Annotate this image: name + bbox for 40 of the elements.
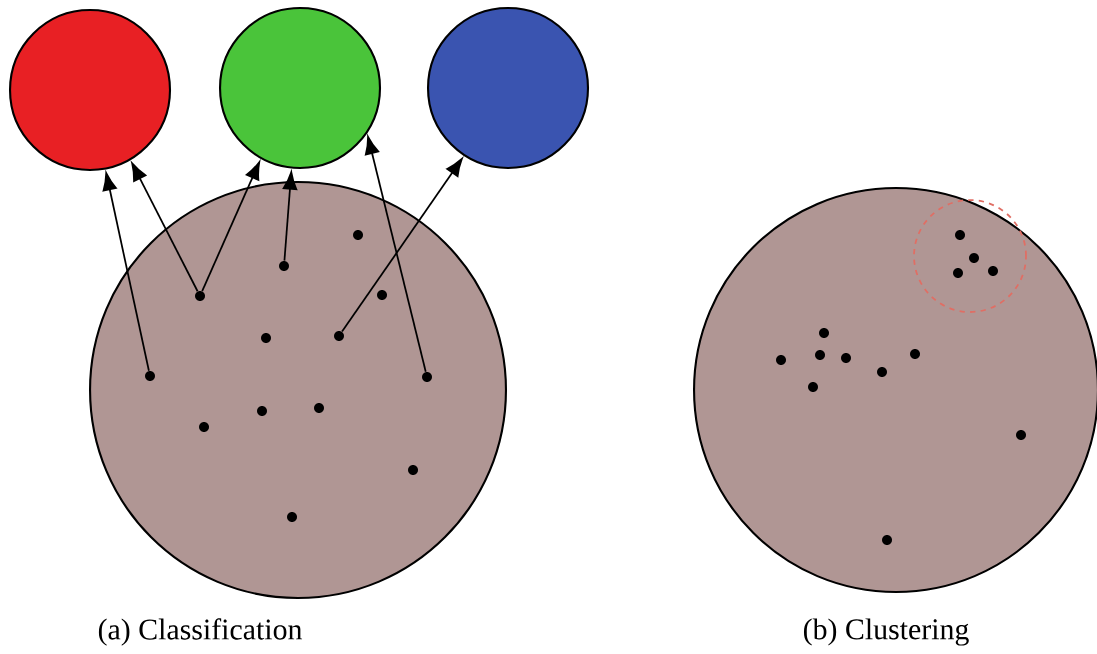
data-point bbox=[819, 328, 829, 338]
data-point bbox=[953, 268, 963, 278]
caption: (a) Classification bbox=[98, 618, 303, 646]
data-point bbox=[815, 350, 825, 360]
data-point bbox=[377, 290, 387, 300]
data-point bbox=[841, 353, 851, 363]
data-point bbox=[910, 349, 920, 359]
data-point bbox=[422, 372, 432, 382]
data-point bbox=[334, 331, 344, 341]
data-point bbox=[279, 261, 289, 271]
data-space-circle bbox=[693, 187, 1097, 594]
data-point bbox=[257, 406, 267, 416]
data-point bbox=[353, 230, 363, 240]
data-point bbox=[408, 465, 418, 475]
arrow bbox=[364, 135, 427, 373]
arrow bbox=[131, 162, 199, 293]
data-point bbox=[287, 512, 297, 522]
arrow bbox=[341, 158, 463, 333]
arrow bbox=[201, 161, 261, 292]
data-point bbox=[1016, 430, 1026, 440]
data-point bbox=[955, 230, 965, 240]
arrow bbox=[102, 172, 150, 372]
data-point bbox=[882, 535, 892, 545]
data-point bbox=[969, 253, 979, 263]
data-point bbox=[195, 291, 205, 301]
data-point bbox=[314, 403, 324, 413]
data-point bbox=[261, 333, 271, 343]
data-point bbox=[808, 382, 818, 392]
data-point bbox=[877, 367, 887, 377]
data-space-circle bbox=[89, 181, 508, 600]
arrow bbox=[282, 171, 298, 262]
data-point bbox=[988, 266, 998, 276]
data-point bbox=[776, 355, 786, 365]
class-circle bbox=[218, 6, 382, 170]
class-circle bbox=[8, 8, 172, 172]
class-circle bbox=[426, 6, 590, 170]
caption: (b) Clustering bbox=[803, 618, 969, 646]
cluster-outline bbox=[913, 199, 1027, 313]
data-point bbox=[145, 371, 155, 381]
data-point bbox=[199, 422, 209, 432]
